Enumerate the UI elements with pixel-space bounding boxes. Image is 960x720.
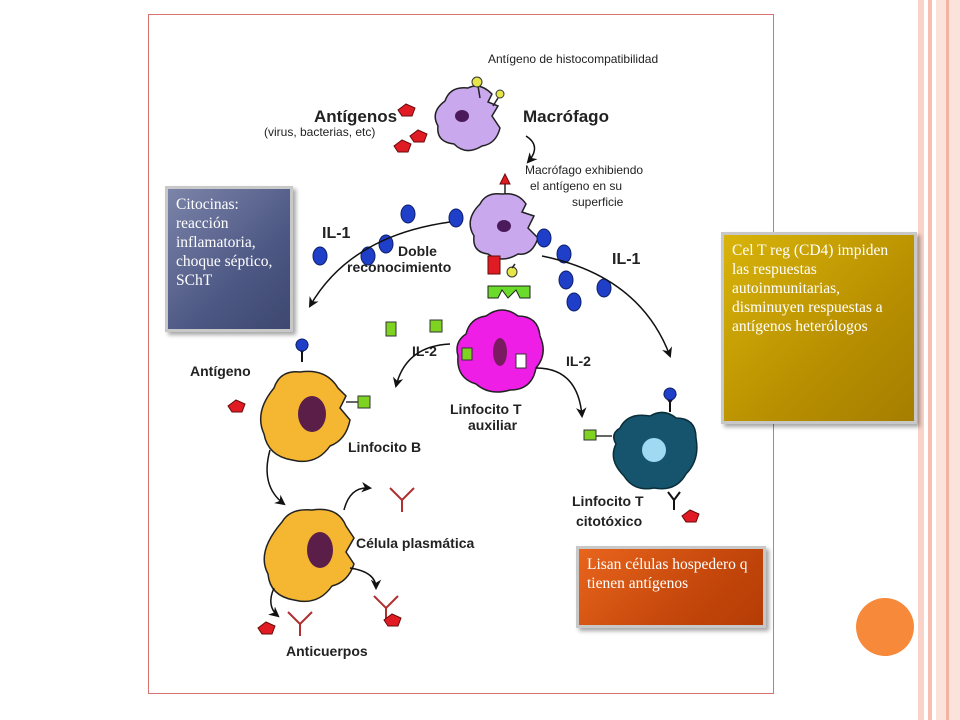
note-treg: Cel T reg (CD4) impiden las respuestas a… — [721, 232, 917, 424]
arrow-il1-right — [541, 255, 672, 358]
il1-dot-1 — [400, 204, 416, 224]
arrow-plasma-left — [268, 587, 280, 618]
label-linfocito-t-cito-1: Linfocito T — [572, 493, 644, 509]
macrophage-presenting — [469, 172, 539, 278]
macrophage-top — [434, 76, 505, 152]
antigen-free-2 — [409, 129, 428, 143]
label-linfocito-t-aux-1: Linfocito T — [450, 401, 522, 417]
label-macro-exhibe-1: Macrófago exhibiendo — [525, 163, 643, 177]
il1-dot-10 — [566, 292, 582, 312]
label-anticuerpos: Anticuerpos — [286, 643, 368, 659]
label-antigenos: Antígenos — [314, 107, 397, 126]
helper-t-cell — [456, 285, 544, 393]
label-il2-left: IL-2 — [412, 343, 437, 359]
label-antigeno: Antígeno — [190, 363, 251, 379]
arrow-il2-left — [392, 343, 451, 389]
label-celula-plasmatica: Célula plasmática — [356, 535, 474, 551]
il1-dot-4 — [312, 246, 328, 266]
plasma-cell — [263, 508, 355, 603]
edge-stripe-1 — [918, 0, 924, 720]
b-cell — [259, 338, 371, 463]
antigen-b-cell — [227, 399, 246, 413]
label-linfocito-t-cito-2: citotóxico — [576, 513, 642, 529]
edge-stripe-4 — [946, 0, 949, 720]
antigen-free-1 — [397, 103, 416, 117]
label-macrofago: Macrófago — [523, 107, 609, 126]
cytotoxic-t-cell — [583, 387, 698, 511]
arrow-macro-down — [525, 135, 538, 164]
label-linfocito-t-aux-2: auxiliar — [468, 417, 518, 433]
label-il2-right: IL-2 — [566, 353, 591, 369]
antibody-3 — [287, 611, 313, 637]
label-histocompat: Antígeno de histocompatibilidad — [488, 52, 658, 66]
il1-dot-2 — [448, 208, 464, 228]
immune-response-diagram: Antígeno de histocompatibilidad Antígeno… — [190, 52, 700, 659]
il1-dot-5 — [360, 246, 376, 266]
il1-dot-8 — [558, 270, 574, 290]
label-il1-right: IL-1 — [612, 251, 641, 268]
label-macro-exhibe-3: superficie — [572, 195, 624, 209]
arrow-il1-left — [308, 221, 451, 308]
arrow-plasma-top — [343, 481, 373, 511]
arrow-il2-right — [535, 367, 587, 419]
note-lisan: Lisan células hospedero q tienen antígen… — [576, 546, 766, 628]
edge-stripe-2 — [928, 0, 932, 720]
antibody-1 — [389, 487, 415, 513]
label-il1-left: IL-1 — [322, 225, 351, 242]
antigen-antibody-2 — [257, 621, 276, 635]
arrow-plasma-right — [349, 567, 382, 591]
il2-chip-2 — [429, 319, 443, 333]
il1-dot-6 — [536, 228, 552, 248]
arrow-b-to-plasma — [266, 449, 286, 506]
label-macro-exhibe-2: el antígeno en su — [530, 179, 622, 193]
antigen-cytotoxic — [681, 509, 700, 523]
antigen-free-3 — [393, 139, 412, 153]
label-antigenos-sub: (virus, bacterias, etc) — [264, 125, 375, 139]
label-doble-1: Doble — [398, 243, 437, 259]
decorative-orange-circle — [856, 598, 914, 656]
note-citocinas: Citocinas: reacción inflamatoria, choque… — [165, 186, 293, 332]
il2-chip-1 — [385, 321, 397, 337]
label-linfocito-b: Linfocito B — [348, 439, 421, 455]
